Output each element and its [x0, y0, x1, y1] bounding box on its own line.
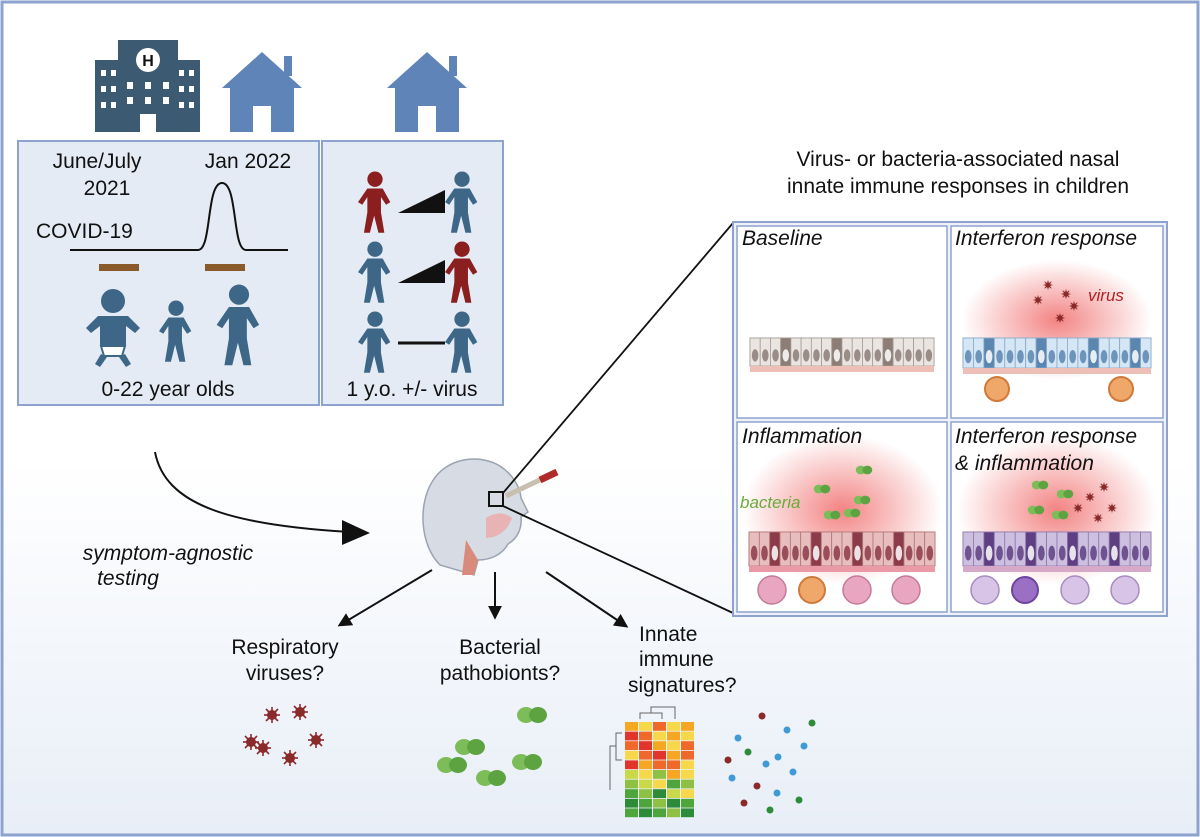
right-title-line1: Virus- or bacteria-associated nasal	[797, 148, 1120, 171]
question-viruses-line2: viruses?	[246, 662, 324, 685]
right-title-line2: innate immune responses in children	[787, 175, 1129, 198]
sample-site-box	[488, 491, 504, 507]
testing-label-line2: testing	[97, 567, 159, 590]
timeline-label-jan: Jan 2022	[205, 150, 291, 173]
zoom-line-bottom	[502, 505, 734, 614]
cohort-age-label: 0-22 year olds	[101, 378, 234, 401]
quadrant-label-baseline: Baseline	[742, 227, 823, 250]
question-immune-line1: Innate	[639, 623, 697, 646]
question-immune-line3: signatures?	[628, 674, 737, 697]
sampling-bar-2021	[99, 264, 139, 271]
question-immune-line2: immune	[639, 648, 714, 671]
increasing-wedge	[398, 260, 445, 283]
virus-label: virus	[1088, 286, 1124, 305]
question-bacteria-line2: pathobionts?	[440, 662, 560, 685]
arrow-viruses	[337, 569, 433, 627]
timeline-label-year: 2021	[84, 177, 131, 200]
epithelium-inflammation	[748, 531, 936, 605]
svg-text:H: H	[142, 53, 154, 70]
testing-label-line1: symptom-agnostic	[83, 542, 254, 565]
baby-icon	[86, 289, 140, 367]
question-bacteria-line1: Bacterial	[459, 636, 541, 659]
epithelium-baseline	[749, 337, 935, 372]
timeline-label-month: June/July	[53, 150, 142, 173]
epithelium-combined	[962, 531, 1152, 605]
infant-label: 1 y.o. +/- virus	[347, 378, 478, 401]
hospital-icon: H	[95, 40, 200, 132]
heatmap-icon	[609, 706, 694, 818]
home-icon-2	[387, 52, 467, 132]
flow-arrow-head	[342, 520, 370, 545]
arrow-immune	[545, 571, 629, 628]
covid-wave-curve	[70, 181, 288, 251]
covid-label: COVID-19	[36, 220, 133, 243]
quadrant-baseline	[736, 225, 948, 419]
home-icon	[222, 52, 302, 132]
head-swab-icon	[422, 458, 559, 576]
epithelium-interferon	[962, 337, 1152, 402]
flow-arrow-curve	[154, 451, 351, 533]
sampling-bar-2022	[205, 264, 245, 271]
decreasing-wedge	[398, 190, 445, 213]
quadrant-label-combined-line2: & inflammation	[955, 452, 1094, 475]
bacteria-label: bacteria	[740, 493, 800, 512]
dot-scatter-icon	[724, 712, 816, 814]
question-viruses-line1: Respiratory	[231, 636, 339, 659]
quadrant-label-interferon: Interferon response	[955, 227, 1137, 250]
cohort-panel	[17, 140, 320, 406]
zoom-line-top	[502, 222, 734, 494]
quadrant-label-inflammation: Inflammation	[742, 425, 862, 448]
quadrant-label-combined-line1: Interferon response	[955, 425, 1137, 448]
